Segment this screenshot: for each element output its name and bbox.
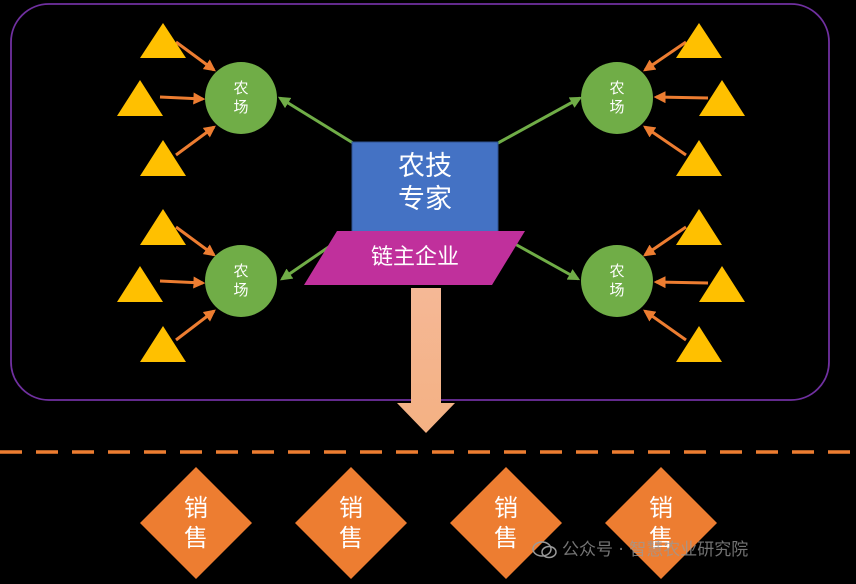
sales-label-3: 销 售 xyxy=(476,493,536,553)
expert-to-farm-arrow-tr xyxy=(497,96,583,145)
producer-triangle xyxy=(699,80,745,116)
sales-label-line1: 销 xyxy=(494,494,518,522)
farm-label-top-right: 农 场 xyxy=(582,79,652,117)
sales-label-line2: 售 xyxy=(494,524,518,552)
farm-label-line1: 农 xyxy=(609,262,625,280)
farm-label-line2: 场 xyxy=(609,281,625,299)
producer-triangle xyxy=(676,209,722,245)
sales-label-line2: 售 xyxy=(649,524,673,552)
producer-arrow xyxy=(175,40,216,72)
farm-node-bottom-right xyxy=(581,245,653,317)
farm-label-top-left: 农 场 xyxy=(206,79,276,117)
sales-diamond xyxy=(605,467,717,579)
producer-arrow xyxy=(643,40,687,72)
producer-triangle xyxy=(140,140,186,176)
producer-arrow xyxy=(175,309,216,342)
farm-label-line1: 农 xyxy=(609,79,625,97)
farm-label-bottom-left: 农 场 xyxy=(206,262,276,300)
sales-label-line1: 销 xyxy=(339,494,363,522)
farm-label-line1: 农 xyxy=(233,262,249,280)
farm-node-top-left xyxy=(205,62,277,134)
sales-label-4: 销 售 xyxy=(631,493,691,553)
producer-triangle xyxy=(699,266,745,302)
farm-label-line1: 农 xyxy=(233,79,249,97)
expert-to-farm-arrow-tl xyxy=(277,96,354,145)
producer-arrow xyxy=(175,225,216,257)
farm-label-line2: 场 xyxy=(233,98,249,116)
watermark-text: 公众号 · 智慧农业研究院 xyxy=(562,540,749,560)
producer-triangle xyxy=(676,326,722,362)
farm-node-top-right xyxy=(581,62,653,134)
producer-arrow xyxy=(643,225,687,257)
producer-arrow xyxy=(643,309,687,342)
farm-label-bottom-right: 农 场 xyxy=(582,262,652,300)
farm-label-line2: 场 xyxy=(233,281,249,299)
sales-diamond xyxy=(140,467,252,579)
sales-label-line2: 售 xyxy=(184,524,208,552)
producer-triangle xyxy=(117,80,163,116)
chain-company-box xyxy=(304,231,525,285)
downstream-arrow xyxy=(397,288,455,433)
producer-triangle xyxy=(140,23,186,58)
sales-label-line1: 销 xyxy=(184,494,208,522)
producer-triangle xyxy=(140,209,186,245)
farm-node-bottom-left xyxy=(205,245,277,317)
chain-company-label: 链主企业 xyxy=(370,245,459,270)
producer-arrow xyxy=(653,91,709,104)
producer-triangle xyxy=(140,326,186,362)
producer-arrow xyxy=(159,276,206,289)
expert-label-line1: 农技 xyxy=(398,151,452,182)
farm-label-line2: 场 xyxy=(609,98,625,116)
sales-label-line2: 售 xyxy=(339,524,363,552)
producer-arrow xyxy=(653,276,709,289)
wechat-icon xyxy=(532,541,557,559)
expert-label-line2: 专家 xyxy=(398,184,452,215)
producer-arrow xyxy=(175,125,216,157)
expert-box xyxy=(351,141,499,234)
producer-arrow xyxy=(159,92,206,105)
sales-diamond xyxy=(295,467,407,579)
sales-label-1: 销 售 xyxy=(166,493,226,553)
producer-arrow xyxy=(643,125,687,157)
producer-triangle xyxy=(117,266,163,302)
sales-label-2: 销 售 xyxy=(321,493,381,553)
producer-triangle xyxy=(676,140,722,176)
expert-label: 农技 专家 xyxy=(352,150,498,216)
producer-triangle xyxy=(676,23,722,58)
chain-to-farm-arrow-br xyxy=(514,242,581,281)
sales-label-line1: 销 xyxy=(649,494,673,522)
